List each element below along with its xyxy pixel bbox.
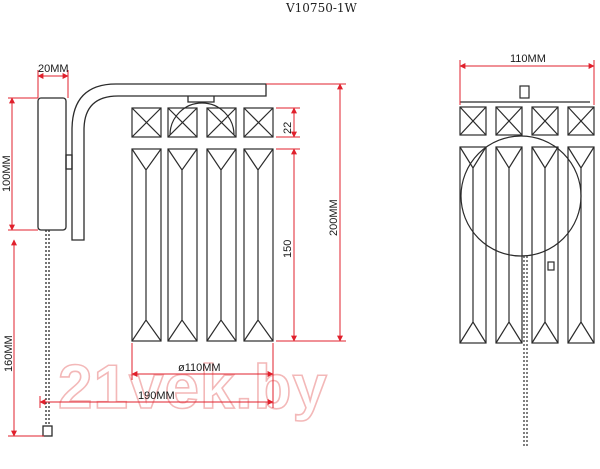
front-top-crystal-2 — [495, 106, 523, 136]
front-view — [459, 85, 595, 448]
watermark-text: 21vek.by — [58, 353, 328, 422]
front-long-crystal-3 — [531, 146, 559, 344]
label-chain-length: 160MM — [3, 335, 15, 372]
front-switch — [547, 261, 555, 271]
front-top-crystal-4 — [567, 106, 595, 136]
top-crystal-1 — [131, 107, 162, 138]
front-top-crystal-3 — [531, 106, 559, 136]
front-long-crystal-4 — [567, 146, 595, 344]
front-top-crystal-1 — [459, 106, 487, 136]
top-crystal-2 — [167, 107, 198, 138]
side-crystals — [131, 102, 274, 342]
wall-plate — [37, 97, 67, 231]
mount-knob — [65, 154, 73, 170]
front-top-cap — [519, 85, 530, 99]
label-total-height: 200MM — [328, 199, 340, 236]
long-crystal-2 — [167, 148, 198, 342]
shade-outline — [169, 102, 235, 136]
long-crystal-3 — [206, 148, 237, 342]
front-shade-circle — [460, 135, 582, 257]
label-mount-width: 20MM — [38, 63, 69, 75]
label-front-width: 110MM — [510, 53, 546, 65]
long-crystal-1 — [131, 148, 162, 342]
top-crystal-3 — [206, 107, 237, 138]
chain-pull — [42, 425, 53, 437]
label-crystal-top: 22 — [282, 122, 294, 134]
label-crystal-long: 150 — [282, 240, 294, 258]
label-depth: 190MM — [138, 390, 175, 402]
crystal-holder-cap — [187, 96, 215, 103]
long-crystal-4 — [243, 148, 274, 342]
label-diameter: ø110MM — [178, 362, 221, 374]
front-long-crystal-2 — [495, 146, 523, 344]
top-crystal-4 — [243, 107, 274, 138]
dimension-lines — [8, 60, 595, 437]
drawing-title: V10750-1W — [285, 1, 358, 15]
front-long-crystal-1 — [459, 146, 487, 344]
label-mount-height: 100MM — [1, 155, 13, 192]
